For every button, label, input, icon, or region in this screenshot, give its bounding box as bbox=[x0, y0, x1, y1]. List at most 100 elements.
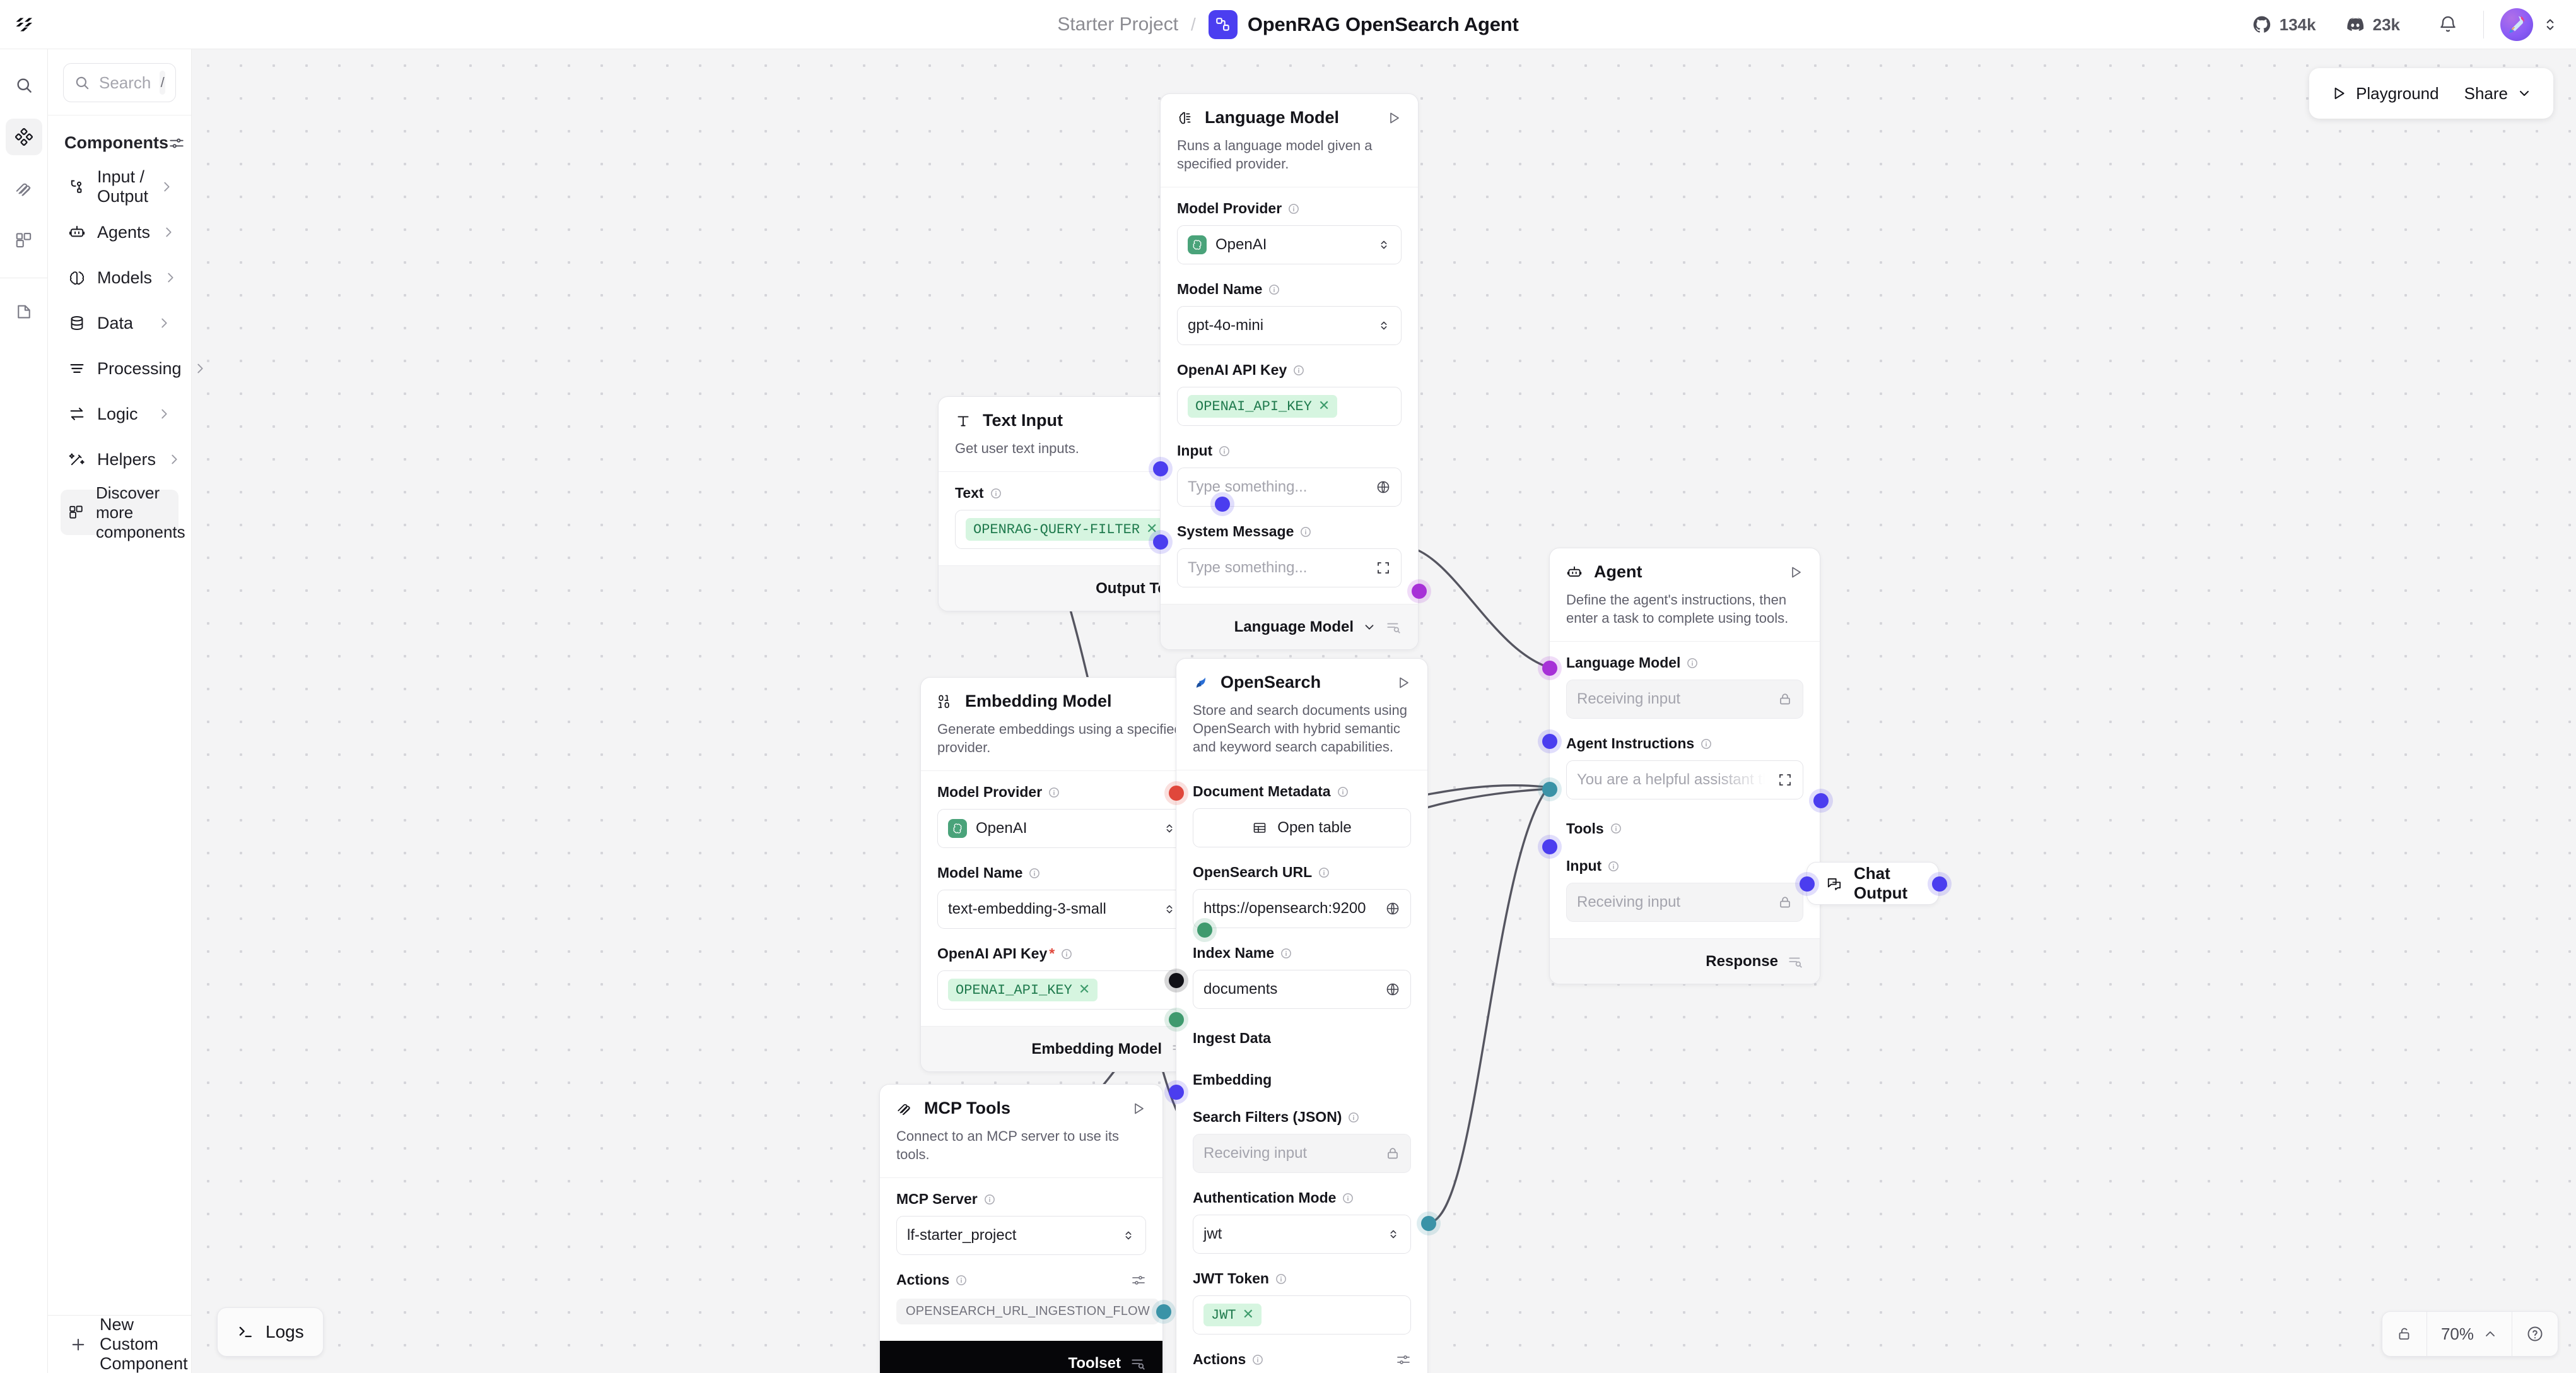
sliders-icon[interactable] bbox=[1396, 1352, 1411, 1367]
info-icon[interactable] bbox=[1318, 867, 1330, 878]
notifications-button[interactable] bbox=[2429, 6, 2467, 44]
port-response-output[interactable] bbox=[1813, 793, 1829, 808]
port-embedding[interactable] bbox=[1169, 1012, 1184, 1027]
expand-icon[interactable] bbox=[1376, 560, 1391, 575]
info-icon[interactable] bbox=[1337, 786, 1349, 798]
port-ingest-data[interactable] bbox=[1169, 973, 1184, 988]
info-icon[interactable] bbox=[1300, 526, 1311, 538]
info-icon[interactable] bbox=[1219, 445, 1230, 457]
sidebar-item-agents[interactable]: Agents bbox=[61, 209, 179, 255]
info-icon[interactable] bbox=[990, 488, 1002, 499]
zoom-level-button[interactable]: 70% bbox=[2427, 1312, 2512, 1356]
sidebar-item-data[interactable]: Data bbox=[61, 300, 179, 346]
sidebar-item-discover-more[interactable]: Discover more components bbox=[61, 483, 185, 541]
sliders-icon[interactable] bbox=[168, 135, 185, 151]
globe-icon[interactable] bbox=[1376, 480, 1391, 495]
chevron-up-down-icon[interactable] bbox=[1121, 1229, 1135, 1242]
port-language-model-output[interactable] bbox=[1412, 584, 1427, 599]
info-icon[interactable] bbox=[1048, 787, 1060, 798]
rail-mcp[interactable] bbox=[6, 170, 42, 207]
play-icon[interactable] bbox=[1131, 1101, 1146, 1116]
authentication-mode-select[interactable]: jwt bbox=[1193, 1215, 1411, 1254]
info-icon[interactable] bbox=[1288, 203, 1299, 215]
model-provider-select[interactable]: OpenAI bbox=[1177, 225, 1402, 265]
info-icon[interactable] bbox=[1610, 823, 1622, 834]
action-tag[interactable]: OPENSEARCH_URL_INGESTION_FLOW bbox=[896, 1299, 1159, 1325]
node-chat-output[interactable]: Chat Output bbox=[1800, 862, 1947, 905]
rail-components[interactable] bbox=[5, 119, 42, 155]
port-document-metadata[interactable] bbox=[1169, 786, 1184, 801]
model-provider-select[interactable]: OpenAI bbox=[937, 809, 1187, 849]
chevron-down-icon[interactable] bbox=[1362, 620, 1376, 634]
open-table-button[interactable]: Open table bbox=[1193, 808, 1411, 848]
port-embedding-output[interactable] bbox=[1197, 922, 1212, 938]
close-icon[interactable]: ✕ bbox=[1078, 982, 1091, 999]
variable-chip[interactable]: OPENAI_API_KEY ✕ bbox=[1188, 395, 1338, 418]
port-chat-input[interactable] bbox=[1800, 876, 1815, 892]
node-language-model[interactable]: Language Model Runs a language model giv… bbox=[1153, 93, 1427, 651]
output-list-icon[interactable] bbox=[1787, 953, 1803, 970]
output-list-icon[interactable] bbox=[1385, 619, 1402, 635]
sidebar-item-models[interactable]: Models bbox=[61, 255, 179, 300]
breadcrumb-project[interactable]: Starter Project bbox=[1057, 14, 1179, 35]
flow-canvas[interactable]: Text Input Get user text inputs. Text bbox=[192, 49, 2576, 1373]
model-name-select[interactable]: text-embedding-3-small bbox=[937, 890, 1187, 929]
model-name-select[interactable]: gpt-4o-mini bbox=[1177, 306, 1402, 346]
search-input[interactable]: Search / bbox=[63, 63, 176, 102]
port-input[interactable] bbox=[1542, 839, 1557, 854]
port-system-message[interactable] bbox=[1153, 534, 1168, 550]
logs-button[interactable]: Logs bbox=[217, 1307, 324, 1357]
discord-members[interactable]: 23k bbox=[2345, 15, 2400, 35]
openai-api-key-input[interactable]: OPENAI_API_KEY ✕ bbox=[1177, 387, 1402, 427]
node-opensearch[interactable]: OpenSearch Store and search documents us… bbox=[1169, 658, 1436, 1373]
github-stars[interactable]: 134k bbox=[2252, 15, 2316, 35]
mcp-server-select[interactable]: lf-starter_project bbox=[896, 1216, 1146, 1256]
info-icon[interactable] bbox=[1275, 1273, 1287, 1285]
port-toolset-output[interactable] bbox=[1156, 1304, 1171, 1319]
close-icon[interactable]: ✕ bbox=[1242, 1307, 1255, 1324]
new-custom-component-button[interactable]: New Custom Component bbox=[48, 1315, 191, 1373]
info-icon[interactable] bbox=[1687, 657, 1698, 669]
port-search-filters[interactable] bbox=[1169, 1085, 1184, 1100]
info-icon[interactable] bbox=[1342, 1193, 1354, 1204]
openai-api-key-input[interactable]: OPENAI_API_KEY ✕ bbox=[937, 970, 1187, 1010]
info-icon[interactable] bbox=[1608, 861, 1619, 872]
port-tools[interactable] bbox=[1542, 782, 1557, 797]
avatar[interactable] bbox=[2500, 8, 2533, 41]
agent-instructions-input[interactable]: You are a helpful assistant that can bbox=[1566, 760, 1803, 800]
globe-icon[interactable] bbox=[1385, 901, 1400, 916]
sidebar-item-logic[interactable]: Logic bbox=[61, 391, 179, 437]
info-icon[interactable] bbox=[1280, 948, 1292, 959]
expand-icon[interactable] bbox=[1777, 772, 1793, 787]
sidebar-item-helpers[interactable]: Helpers bbox=[61, 437, 179, 482]
rail-search[interactable] bbox=[6, 67, 42, 103]
sidebar-item-processing[interactable]: Processing bbox=[61, 346, 203, 391]
globe-icon[interactable] bbox=[1385, 982, 1400, 997]
avatar-chevron-icon[interactable] bbox=[2542, 16, 2558, 33]
play-icon[interactable] bbox=[1788, 565, 1803, 580]
play-icon[interactable] bbox=[1386, 110, 1402, 126]
info-icon[interactable] bbox=[1293, 365, 1304, 376]
index-name-input[interactable]: documents bbox=[1193, 970, 1411, 1010]
lock-canvas-button[interactable] bbox=[2382, 1312, 2427, 1356]
info-icon[interactable] bbox=[1061, 948, 1072, 960]
chevron-up-down-icon[interactable] bbox=[1377, 319, 1391, 333]
input-text-field[interactable]: Type something... bbox=[1177, 468, 1402, 507]
info-icon[interactable] bbox=[1701, 738, 1712, 750]
share-button[interactable]: Share bbox=[2452, 74, 2544, 113]
info-icon[interactable] bbox=[984, 1194, 995, 1205]
output-list-icon[interactable] bbox=[1130, 1355, 1146, 1372]
info-icon[interactable] bbox=[1252, 1354, 1263, 1365]
opensearch-url-input[interactable]: https://opensearch:9200 bbox=[1193, 889, 1411, 929]
port-output-text[interactable] bbox=[1215, 497, 1230, 512]
close-icon[interactable]: ✕ bbox=[1318, 399, 1330, 415]
info-icon[interactable] bbox=[1029, 868, 1040, 879]
chevron-up-down-icon[interactable] bbox=[1162, 902, 1176, 916]
port-chat-output[interactable] bbox=[1932, 876, 1947, 892]
rail-files[interactable] bbox=[6, 293, 42, 330]
node-agent[interactable]: Agent Define the agent's instructions, t… bbox=[1542, 548, 1829, 985]
node-embedding-model[interactable]: Embedding Model Generate embeddings usin… bbox=[920, 677, 1212, 1073]
variable-chip[interactable]: OPENRAG-QUERY-FILTER ✕ bbox=[966, 518, 1166, 541]
port-input[interactable] bbox=[1153, 461, 1168, 476]
chevron-up-down-icon[interactable] bbox=[1386, 1227, 1400, 1241]
